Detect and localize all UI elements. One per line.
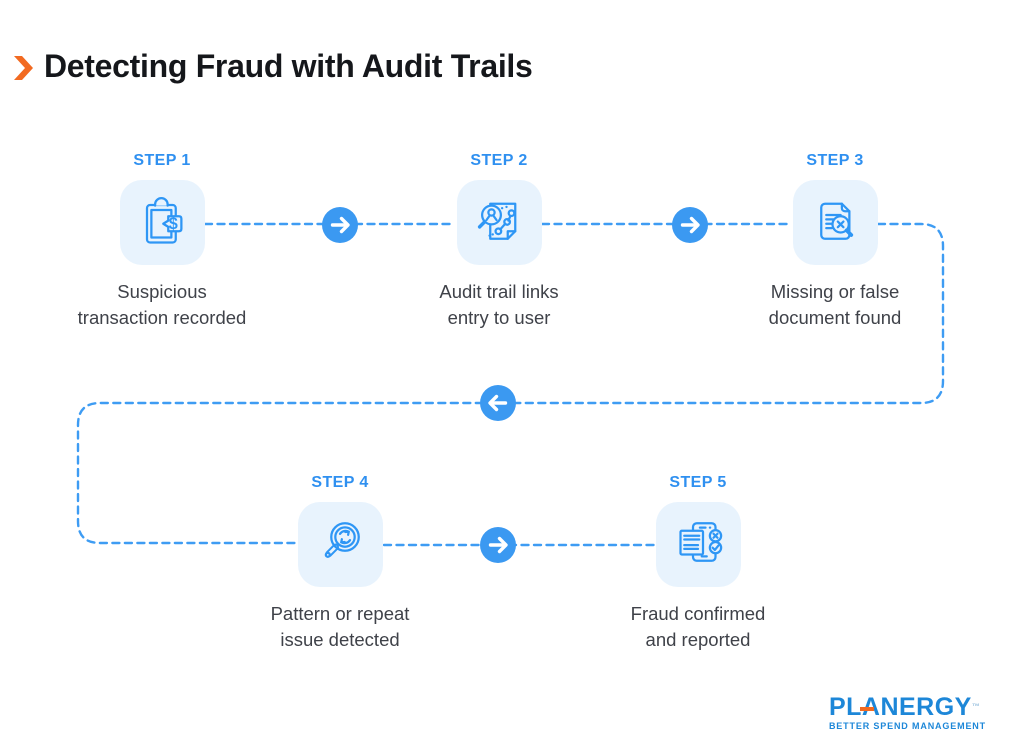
clipboard-dollar-icon: $ xyxy=(132,190,192,255)
step-3-caption: Missing or false document found xyxy=(768,281,902,328)
magnifier-user-chart-icon xyxy=(469,190,529,255)
document-magnifier-x-icon xyxy=(805,190,865,255)
step-1: STEP 1 $ Suspicious transaction recorded xyxy=(42,150,282,331)
arrow-right-icon xyxy=(322,207,358,243)
step-1-icon-tile: $ xyxy=(119,180,205,265)
step-3-icon-tile xyxy=(792,180,878,265)
trademark-symbol: ™ xyxy=(971,702,981,711)
step-2: STEP 2 xyxy=(379,150,619,331)
planergy-logo: PLANERGY™ BETTER SPEND MANAGEMENT xyxy=(829,694,986,731)
logo-orange-accent xyxy=(859,707,874,711)
step-5-icon-tile xyxy=(655,502,741,587)
step-3-label: STEP 3 xyxy=(806,152,864,169)
step-3: STEP 3 Missing or false document found xyxy=(715,150,955,331)
arrow-right-icon xyxy=(672,207,708,243)
step-4-icon-tile xyxy=(297,502,383,587)
header: Detecting Fraud with Audit Trails xyxy=(14,48,533,85)
page-title: Detecting Fraud with Audit Trails xyxy=(44,48,533,84)
step-5-caption: Fraud confirmed and reported xyxy=(630,603,766,650)
arrow-left-icon xyxy=(480,385,516,421)
phone-document-check-icon xyxy=(668,512,728,577)
magnifier-refresh-icon xyxy=(310,512,370,577)
planergy-wordmark: PLANERGY™ xyxy=(828,693,981,721)
orange-chevron-icon xyxy=(14,56,34,85)
step-1-caption: Suspicious transaction recorded xyxy=(77,281,247,328)
step-1-label: STEP 1 xyxy=(133,152,191,169)
logo-tagline: BETTER SPEND MANAGEMENT xyxy=(828,721,986,731)
step-2-label: STEP 2 xyxy=(470,152,528,169)
arrow-right-icon xyxy=(480,527,516,563)
step-4-label: STEP 4 xyxy=(311,474,369,491)
step-2-icon-tile xyxy=(456,180,542,265)
step-4: STEP 4 Pattern or repeat issue detected xyxy=(220,472,460,653)
step-4-caption: Pattern or repeat issue detected xyxy=(270,603,410,650)
step-5: STEP 5 Fraud confirmed and reported xyxy=(578,472,818,653)
svg-text:$: $ xyxy=(169,215,178,233)
step-2-caption: Audit trail links entry to user xyxy=(439,281,559,328)
step-5-label: STEP 5 xyxy=(669,474,727,491)
